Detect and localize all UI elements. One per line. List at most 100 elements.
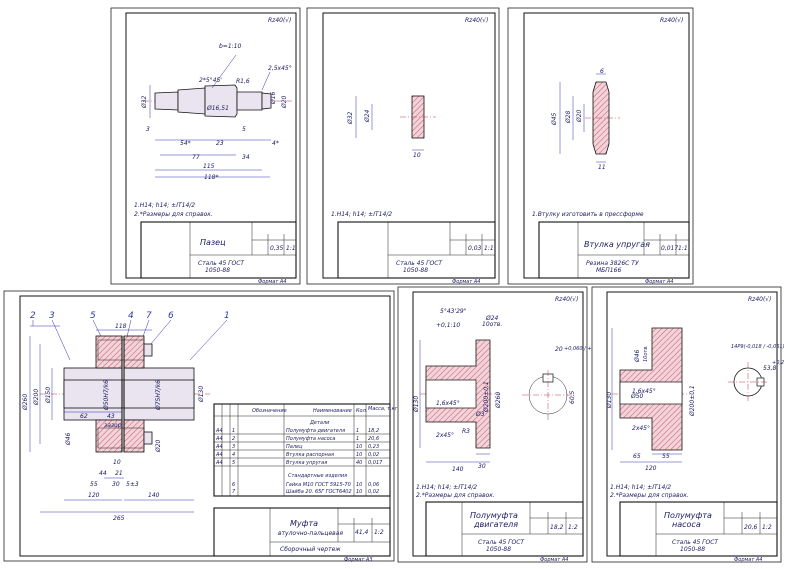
- spec-cell: 10: [356, 489, 362, 495]
- spec-cell: 10: [356, 482, 362, 488]
- spec-cell: 0,06: [368, 482, 379, 488]
- format-label: Формат А4: [258, 279, 286, 285]
- material-line: Сталь 45 ГОСТ: [198, 260, 245, 267]
- note-line: 1.Втулку изготовить в прессформе: [532, 211, 644, 218]
- dim-label: 21: [115, 470, 123, 477]
- spec-cell: Гайка М10 ГОСТ 5915-70: [286, 482, 351, 488]
- dim-label: 2*5°45': [199, 77, 222, 84]
- dim-label: Ø200±0,1: [689, 385, 696, 417]
- mass-value: 0,35: [270, 245, 284, 252]
- dim-label: Ø200±0,1: [483, 381, 490, 413]
- dim-label: 77: [192, 154, 200, 161]
- callout: 1: [224, 311, 230, 321]
- dim-label: 2x45°: [632, 425, 650, 432]
- note-line: 1.Н14; h14; ±IT14/2: [416, 484, 477, 491]
- spec-cell: А4: [215, 460, 223, 466]
- dim-label: Ø150: [45, 387, 52, 404]
- dim-label: Ø45: [551, 112, 558, 126]
- dim-label: 30: [112, 481, 120, 488]
- spec-cell: Полумуфта насоса: [286, 436, 336, 442]
- spec-cell: 5: [232, 460, 235, 466]
- spec-cell: 1: [356, 428, 359, 434]
- spec-cell: Втулка упругая: [286, 460, 327, 466]
- mufta-assembly: [40, 335, 210, 453]
- dim-label: Ø130: [198, 386, 205, 403]
- dim-label: 11: [598, 164, 606, 171]
- callout: 4: [128, 311, 134, 321]
- sheet-vtulka: Rz40(√) 6 Ø45 Ø28 Ø20 11 1.Втулку изгото…: [507, 7, 694, 285]
- spec-cell: 10: [356, 444, 362, 450]
- spec-cell: Палец: [286, 444, 303, 450]
- dim-label: 120: [645, 465, 657, 472]
- scale-value: 1:1: [484, 245, 494, 252]
- spec-cell: Шайба 20. 65Г ГОСТ6402: [286, 489, 352, 495]
- spec-header: Обозначение: [252, 408, 287, 414]
- dim-label: 1,6x45°: [436, 400, 460, 407]
- spec-cell: Втулка распорная: [286, 452, 334, 458]
- spec-cell: 1: [232, 428, 235, 434]
- scale-value: 1:1: [286, 245, 296, 252]
- material-line: 1050-88: [403, 267, 428, 274]
- spec-header: Кол.: [356, 408, 367, 414]
- scale-value: 1:2: [568, 524, 578, 531]
- dim-label: Ø3: [475, 411, 485, 418]
- note-line: 1.Н14; h14; ±IT14/2: [134, 202, 195, 209]
- dim-label: Ø260: [495, 392, 502, 409]
- format-label: Формат А4: [452, 279, 480, 285]
- part-title: Муфта: [290, 519, 318, 528]
- dim-label: 54*: [180, 140, 191, 147]
- dim-label: +0,1:10: [436, 322, 460, 329]
- dim-label: 4*: [272, 140, 279, 147]
- roughness-mark: Rz40(√): [748, 296, 771, 303]
- spec-cell: А4: [215, 436, 223, 442]
- dim-label: 118*: [204, 174, 218, 181]
- roughness-mark: Rz40(√): [660, 17, 683, 24]
- dim-label: Ø75H7/k6: [155, 380, 162, 411]
- plate-part: [355, 95, 436, 151]
- mass-value: 0,017: [661, 245, 678, 252]
- dim-label: 118: [115, 323, 127, 330]
- dim-label: 140: [452, 466, 464, 473]
- part-subtitle: втулочно-пальцевая: [278, 530, 343, 537]
- dim-label: 2x45°: [436, 432, 454, 439]
- pazets-dimensions: b=1:10 2*5°45' R1,6 2,5x45° Ø16,51 Ø16 Ø…: [141, 43, 292, 181]
- dim-label: 140: [148, 492, 160, 499]
- roughness-mark: Rz40(√): [268, 17, 291, 24]
- spec-cell: 4: [232, 452, 235, 458]
- material-line: 1050-88: [205, 267, 230, 274]
- dim-label: 53,8: [763, 365, 777, 372]
- dim-label: +0,060 / +0,026: [564, 346, 606, 352]
- title-block: Полумуфта двигателя 18,2 1:2 Сталь 45 ГО…: [425, 501, 584, 557]
- dim-label: 55: [90, 481, 98, 488]
- material-line: Сталь 45 ГОСТ: [396, 260, 443, 267]
- dim-label: 62: [80, 413, 88, 420]
- pazets-part: [143, 84, 292, 118]
- spec-section: Детали: [309, 420, 330, 426]
- spec-cell: А4: [215, 452, 223, 458]
- callout: 6: [168, 311, 174, 321]
- title-block: Полумуфта насоса 20,6 1:2 Сталь 45 ГОСТ …: [619, 501, 778, 557]
- dim-label: Ø130: [413, 396, 420, 413]
- mass-value: 18,2: [550, 524, 564, 531]
- dim-label: 115: [203, 163, 215, 170]
- spec-cell: 18,2: [368, 428, 379, 434]
- scale-value: 1:2: [762, 524, 772, 531]
- title-block: Втулка упругая 0,017 1:1 Резина 3826С ТУ…: [538, 221, 690, 279]
- note-line: 2.*Размеры для справок.: [610, 492, 689, 499]
- dim-label: Ø200: [33, 389, 40, 406]
- part-title: Полумуфта: [470, 511, 518, 520]
- note-line: 1.Н14; h14; ±IT14/2: [331, 211, 392, 218]
- dim-label: 14P9(-0,018 / -0,061): [731, 344, 785, 350]
- vtulka-part: [559, 73, 620, 163]
- material-line: Сталь 45 ГОСТ: [672, 539, 719, 546]
- doc-type: Сборочный чертеж: [280, 546, 341, 553]
- material-line: МБП166: [596, 267, 621, 274]
- spec-cell: А4: [215, 444, 223, 450]
- pmd-part: [419, 339, 574, 463]
- material-line: Сталь 45 ГОСТ: [478, 539, 525, 546]
- mufta-dimensions: [29, 329, 194, 513]
- dim-label: Ø32: [347, 111, 354, 125]
- spec-header: Наименование: [313, 408, 352, 414]
